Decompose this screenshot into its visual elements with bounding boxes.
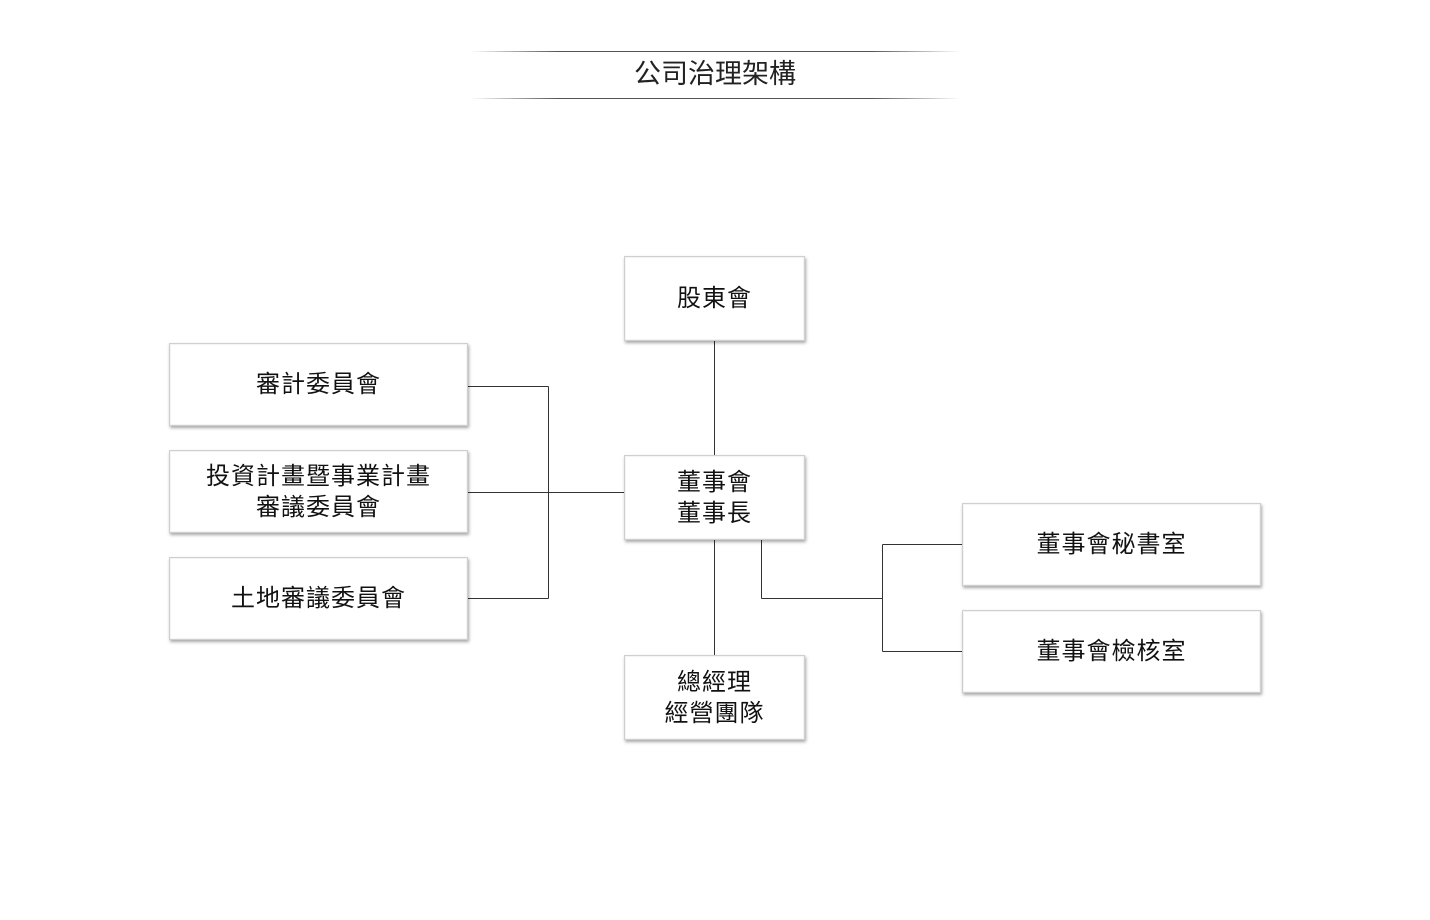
node-label: 總經理 <box>677 667 752 696</box>
node-label: 土地審議委員會 <box>231 584 406 612</box>
node-investment-committee: 投資計畫暨事業計畫 審議委員會 <box>169 450 468 533</box>
node-board-inspection-office: 董事會檢核室 <box>962 610 1261 693</box>
node-board-of-directors: 董事會 董事長 <box>624 455 805 540</box>
node-label: 董事長 <box>677 498 752 527</box>
node-management-team: 總經理 經營團隊 <box>624 655 805 740</box>
node-land-committee: 土地審議委員會 <box>169 557 468 640</box>
node-label: 股東會 <box>677 284 752 312</box>
node-label: 經營團隊 <box>664 698 765 727</box>
title-block: 公司治理架構 <box>470 48 960 102</box>
node-shareholders-meeting: 股東會 <box>624 256 805 341</box>
title-top-rule <box>470 51 960 52</box>
node-label: 投資計畫暨事業計畫 <box>206 461 431 490</box>
page-title: 公司治理架構 <box>634 59 796 90</box>
node-label: 董事會檢核室 <box>1036 637 1187 665</box>
node-label: 董事會 <box>677 467 752 496</box>
node-label: 審議委員會 <box>256 492 381 521</box>
node-label: 審計委員會 <box>256 370 381 398</box>
node-board-secretariat: 董事會秘書室 <box>962 503 1261 586</box>
title-bottom-rule <box>470 98 960 99</box>
node-label: 董事會秘書室 <box>1036 530 1187 558</box>
node-audit-committee: 審計委員會 <box>169 343 468 426</box>
